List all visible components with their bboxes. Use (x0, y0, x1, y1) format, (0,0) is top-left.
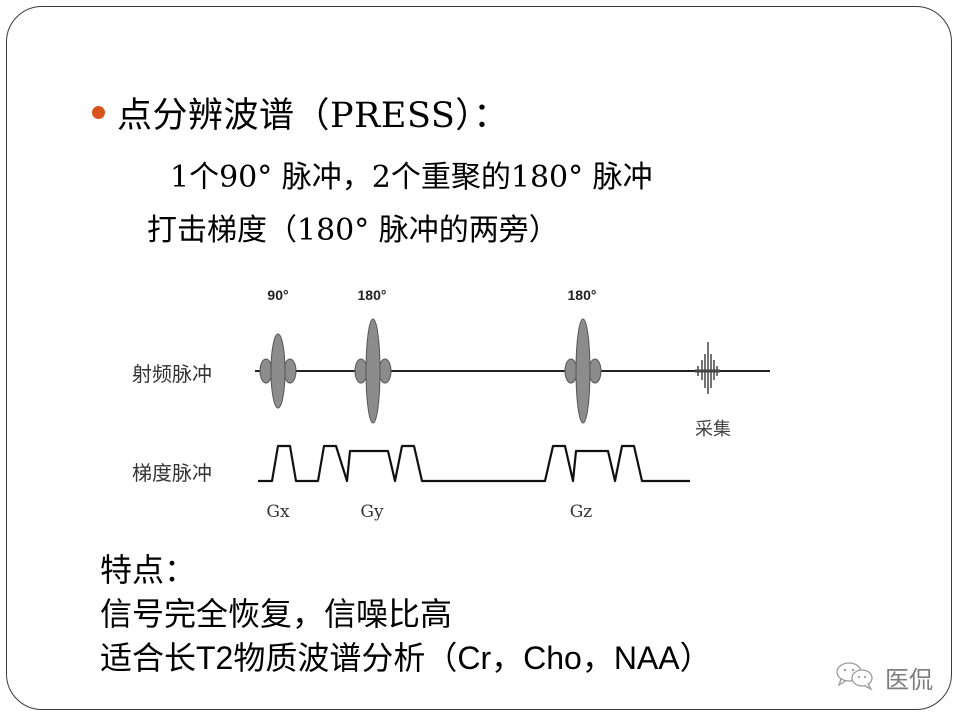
gradient-label-gz: Gz (570, 502, 593, 522)
pulse-label-180-first: 180° (358, 287, 387, 303)
description-line-2: 打击梯度（180° 脉冲的两旁） (147, 213, 559, 248)
gradient-label-gy: Gy (360, 502, 384, 522)
rf-pulse-90-icon (259, 333, 297, 409)
echo-signal-icon (695, 342, 720, 394)
features-block: 特点： 信号完全恢复，信噪比高 适合长T2物质波谱分析（Cr，Cho，NAA） (100, 548, 712, 680)
watermark: 医侃 (835, 660, 933, 695)
watermark-text: 医侃 (885, 666, 933, 694)
gradient-pulse-label: 梯度脉冲 (132, 461, 212, 485)
press-sequence-diagram: 90° 180° 180° 射频脉冲 梯度脉冲 (120, 270, 790, 550)
rf-pulse-180-second-icon (564, 318, 602, 424)
acquisition-label: 采集 (695, 419, 731, 440)
rf-pulse-label: 射频脉冲 (132, 362, 212, 386)
slide-frame (6, 6, 952, 710)
slide-title-row: 点分辨波谱（PRESS）： (92, 88, 509, 136)
pulse-label-180-second: 180° (568, 287, 597, 303)
slide-title: 点分辨波谱（PRESS）： (117, 95, 509, 136)
wechat-icon (835, 661, 877, 695)
gradient-waveform (258, 444, 690, 483)
feature-item: 适合长T2物质波谱分析（Cr，Cho，NAA） (100, 640, 712, 676)
features-heading: 特点： (100, 552, 197, 588)
feature-item: 信号完全恢复，信噪比高 (100, 596, 453, 632)
gradient-label-gx: Gx (266, 502, 290, 522)
bullet-dot-icon (92, 105, 105, 119)
pulse-label-90: 90° (267, 287, 288, 303)
rf-pulse-180-first-icon (354, 318, 392, 424)
description-line-1: 1个90° 脉冲，2个重聚的180° 脉冲 (170, 160, 653, 195)
